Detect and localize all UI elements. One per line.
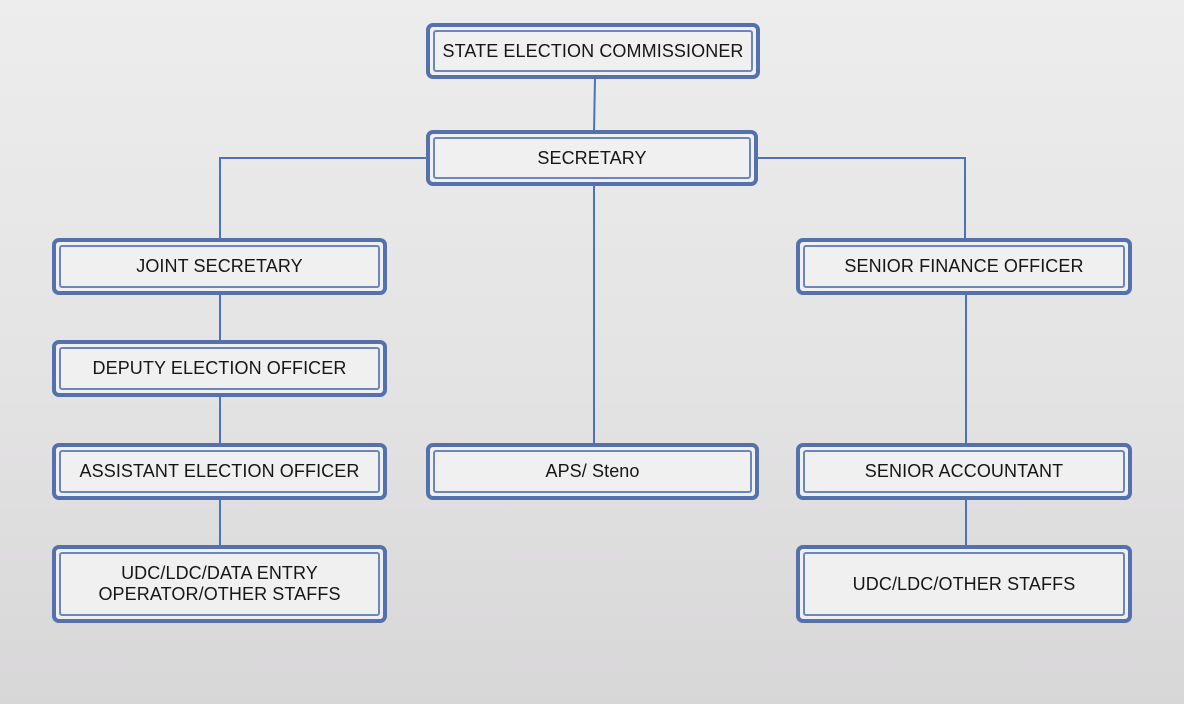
node-label: SENIOR ACCOUNTANT xyxy=(864,461,1064,481)
node-joint-secretary: JOINT SECRETARY xyxy=(52,238,387,295)
node-udc-ldc-data-entry-operator: UDC/LDC/DATA ENTRY OPERATOR/OTHER STAFFS xyxy=(52,545,387,623)
node-label: STATE ELECTION COMMISSIONER xyxy=(442,40,744,61)
node-label: SECRETARY xyxy=(537,147,647,168)
node-label: UDC/LDC/OTHER STAFFS xyxy=(852,573,1076,594)
connector-commissioner-secretary xyxy=(592,75,597,135)
node-label: DEPUTY ELECTION OFFICER xyxy=(92,358,347,378)
node-deputy-election-officer: DEPUTY ELECTION OFFICER xyxy=(52,340,387,397)
node-assistant-election-officer: ASSISTANT ELECTION OFFICER xyxy=(52,443,387,500)
node-label: UDC/LDC/DATA ENTRY OPERATOR/OTHER STAFFS xyxy=(98,563,341,604)
node-senior-accountant: SENIOR ACCOUNTANT xyxy=(796,443,1132,500)
node-label: ASSISTANT ELECTION OFFICER xyxy=(79,461,360,481)
node-secretary: SECRETARY xyxy=(426,130,758,186)
node-senior-finance-officer: SENIOR FINANCE OFFICER xyxy=(796,238,1132,295)
node-label: APS/ Steno xyxy=(545,461,640,481)
node-state-election-commissioner: STATE ELECTION COMMISSIONER xyxy=(426,23,760,79)
node-label: SENIOR FINANCE OFFICER xyxy=(844,256,1084,276)
node-aps-steno: APS/ Steno xyxy=(426,443,759,500)
node-label: JOINT SECRETARY xyxy=(136,256,303,276)
node-udc-ldc-other-staffs: UDC/LDC/OTHER STAFFS xyxy=(796,545,1132,623)
